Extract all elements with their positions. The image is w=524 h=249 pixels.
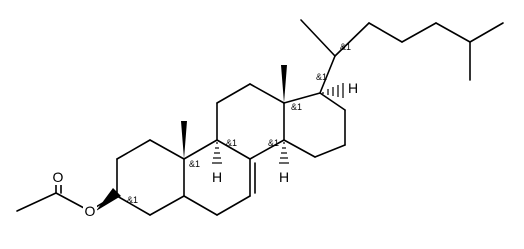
stereo-label: &1 [316, 72, 327, 82]
bond [283, 92, 321, 104]
wedge-bond-methyl-c13 [281, 65, 287, 103]
ring-b [183, 139, 256, 216]
bond [469, 22, 504, 43]
stereo-label: &1 [189, 159, 200, 169]
bond [334, 22, 370, 57]
stereo-label: &1 [340, 42, 351, 52]
bond [314, 144, 346, 158]
label-mask [83, 203, 97, 219]
bond [368, 22, 403, 43]
bond [435, 22, 471, 43]
hash-bond-h8 [212, 142, 222, 164]
stereo-label: &1 [226, 138, 237, 148]
acetate-group [16, 184, 121, 212]
bond [149, 139, 185, 160]
ring-d [283, 92, 346, 158]
bond [216, 195, 251, 216]
bond [300, 19, 336, 57]
hydrogen-h8-label: H [212, 169, 222, 185]
hydrogen-h14-label: H [279, 169, 289, 185]
bond [319, 92, 346, 111]
bond [319, 55, 336, 94]
bond [116, 139, 151, 160]
hydrogen-h17-label: H [348, 80, 358, 96]
stereo-label: &1 [268, 138, 279, 148]
ring-a [116, 139, 185, 216]
bond [16, 192, 57, 212]
bond [216, 83, 251, 104]
hash-bond-h14 [279, 142, 289, 164]
wedge-bond [96, 188, 121, 211]
bond [183, 195, 218, 216]
label-mask [51, 169, 65, 185]
wedge-bond-methyl-c10 [181, 121, 187, 159]
bond [55, 192, 85, 209]
bond [183, 139, 218, 160]
bond [249, 139, 285, 160]
carbonyl-oxygen-label: O [53, 169, 64, 185]
side-chain [300, 19, 504, 94]
bond [249, 83, 285, 104]
bond [116, 195, 151, 216]
stereo-label: &1 [127, 195, 138, 205]
hash-bond-h17 [322, 83, 344, 98]
bond [149, 195, 185, 216]
bond [401, 22, 437, 43]
bond [283, 139, 316, 158]
bond [216, 139, 251, 160]
stereo-label: &1 [291, 102, 302, 112]
ring-c [216, 83, 285, 160]
ester-oxygen-label: O [85, 203, 96, 219]
